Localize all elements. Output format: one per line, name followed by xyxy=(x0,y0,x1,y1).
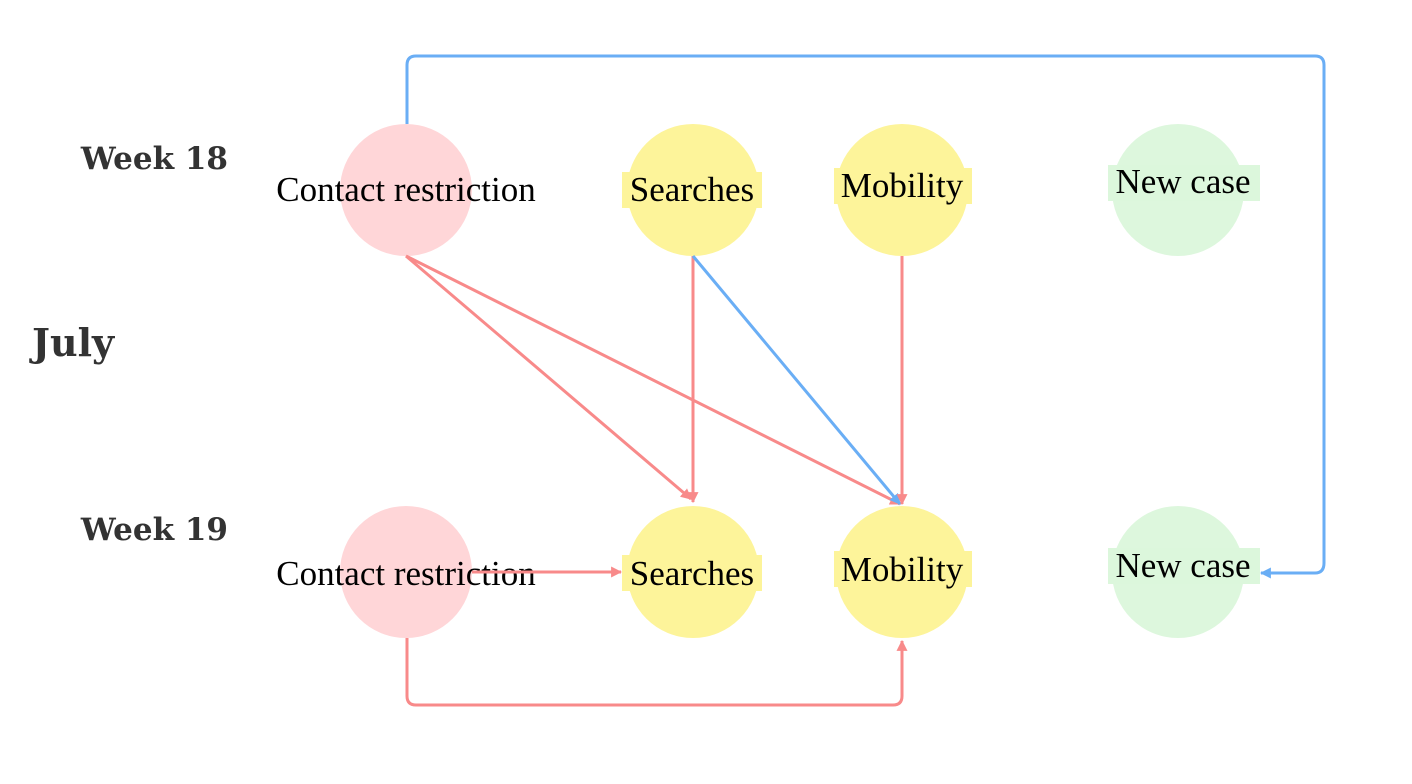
node-new-case-week-19: New case xyxy=(1108,506,1260,638)
edge-contact-restriction-18-to-new-case-19 xyxy=(405,54,1326,579)
node-label-background xyxy=(834,551,972,587)
node-contact-restriction-week-19: Contact restriction xyxy=(276,506,536,638)
row-label-week-19: Week 19 xyxy=(80,512,228,548)
node-label-background xyxy=(622,172,762,208)
edge-searches-18-to-mobility-19 xyxy=(691,255,902,505)
node-label: Mobility xyxy=(841,550,964,589)
node-label: New case xyxy=(1115,546,1250,585)
edge-contact-restriction-19-to-mobility-19 xyxy=(405,638,908,707)
node-label: Searches xyxy=(630,170,754,209)
month-label: July xyxy=(29,320,115,365)
node-contact-restriction-week-18: Contact restriction xyxy=(276,124,536,256)
node-label: Contact restriction xyxy=(276,170,536,209)
row-label-week-18: Week 18 xyxy=(80,141,228,177)
node-label: Mobility xyxy=(841,166,964,205)
node-mobility-week-18: Mobility xyxy=(834,124,972,256)
node-mobility-week-19: Mobility xyxy=(834,506,972,638)
node-label-background xyxy=(622,555,762,591)
edge-contact-restriction-18-to-searches-19 xyxy=(405,254,692,501)
node-label-background xyxy=(1108,165,1260,201)
node-new-case-week-18: New case xyxy=(1108,124,1260,256)
edge-contact-restriction-18-to-mobility-19 xyxy=(405,254,901,506)
node-label-background xyxy=(834,168,972,204)
node-label: Searches xyxy=(630,554,754,593)
node-circle xyxy=(340,124,472,256)
node-label: New case xyxy=(1115,162,1250,201)
node-searches-week-19: Searches xyxy=(622,506,762,638)
node-circle xyxy=(340,506,472,638)
node-label-background xyxy=(1108,548,1260,584)
node-searches-week-18: Searches xyxy=(622,124,762,256)
